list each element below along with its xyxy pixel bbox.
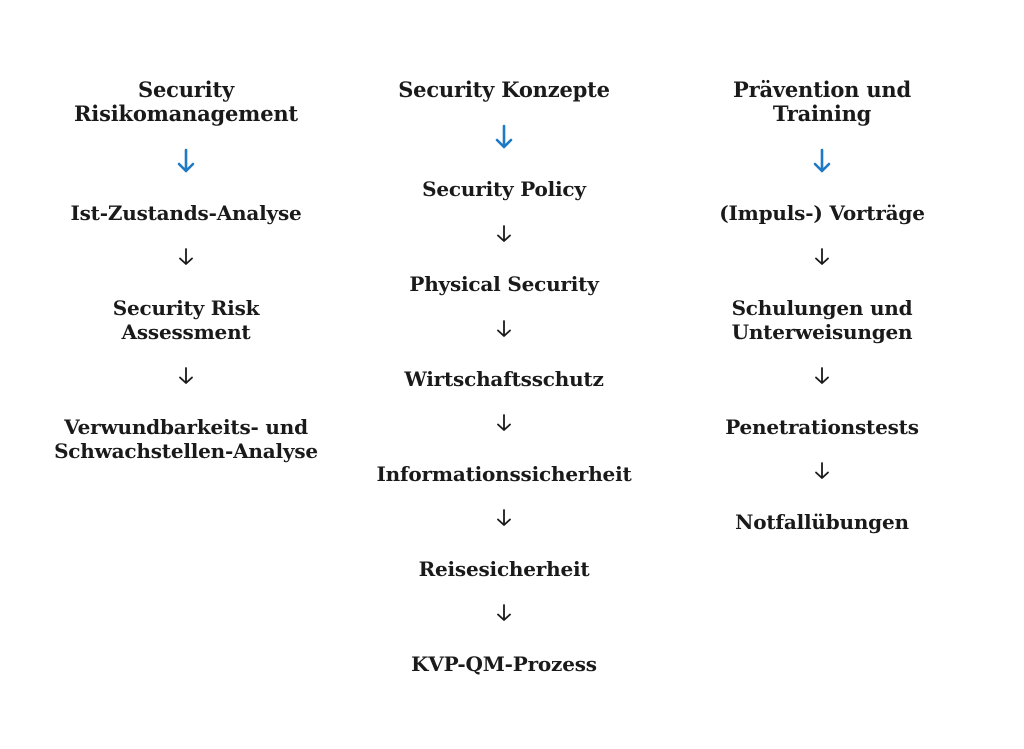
list-item-line: (Impuls-) Vorträge [719,201,925,225]
list-item-line: Ist-Zustands-Analyse [70,201,302,225]
list-item-line: Security Policy [422,177,586,201]
arrow-down-icon [176,247,196,267]
list-item: Security Policy [334,177,674,201]
column-title-line: Risikomanagement [74,101,298,126]
arrow-down-icon [176,148,196,174]
list-item-line: KVP-QM-Prozess [411,652,597,676]
column-title-line: Training [772,101,872,126]
arrow-down-icon [494,124,514,150]
list-item-line: Schwachstellen-Analyse [54,439,318,463]
list-item: (Impuls-) Vorträge [652,201,992,225]
list-item: Ist-Zustands-Analyse [16,201,356,225]
list-item-line: Wirtschaftsschutz [404,367,604,391]
arrow-down-icon [176,366,196,386]
list-item: Wirtschaftsschutz [334,367,674,391]
arrow-down-icon [812,148,832,174]
list-item-line: Unterweisungen [731,320,913,344]
arrow-down-icon [494,413,514,433]
list-item-line: Notfallübungen [735,510,909,534]
column-title: Security Risikomanagement [16,78,356,126]
list-item-line: Schulungen und [731,296,913,320]
list-item-line: Reisesicherheit [418,557,590,581]
list-item-line: Assessment [121,320,251,344]
list-item: Security Risk Assessment [16,296,356,344]
list-item-line: Security Risk [112,296,260,320]
column-title-line: Security Konzepte [398,77,610,102]
column-title-line: Security [138,77,234,102]
list-item: Informationssicherheit [334,462,674,486]
arrow-down-icon [494,319,514,339]
arrow-down-icon [812,461,832,481]
arrow-down-icon [494,603,514,623]
arrow-down-icon [494,224,514,244]
arrow-down-icon [812,247,832,267]
list-item-line: Penetrationstests [725,415,919,439]
list-item: KVP-QM-Prozess [334,652,674,676]
arrow-down-icon [494,508,514,528]
list-item: Notfallübungen [652,510,992,534]
list-item: Penetrationstests [652,415,992,439]
list-item: Verwundbarkeits- und Schwachstellen-Anal… [16,415,356,463]
list-item: Physical Security [334,272,674,296]
list-item-line: Physical Security [409,272,599,296]
arrow-down-icon [812,366,832,386]
list-item-line: Informationssicherheit [376,462,632,486]
list-item-line: Verwundbarkeits- und [64,415,308,439]
column-title: Security Konzepte [334,78,674,102]
list-item: Schulungen und Unterweisungen [652,296,992,344]
column-title: Prävention und Training [652,78,992,126]
column-title-line: Prävention und [733,77,911,102]
list-item: Reisesicherheit [334,557,674,581]
